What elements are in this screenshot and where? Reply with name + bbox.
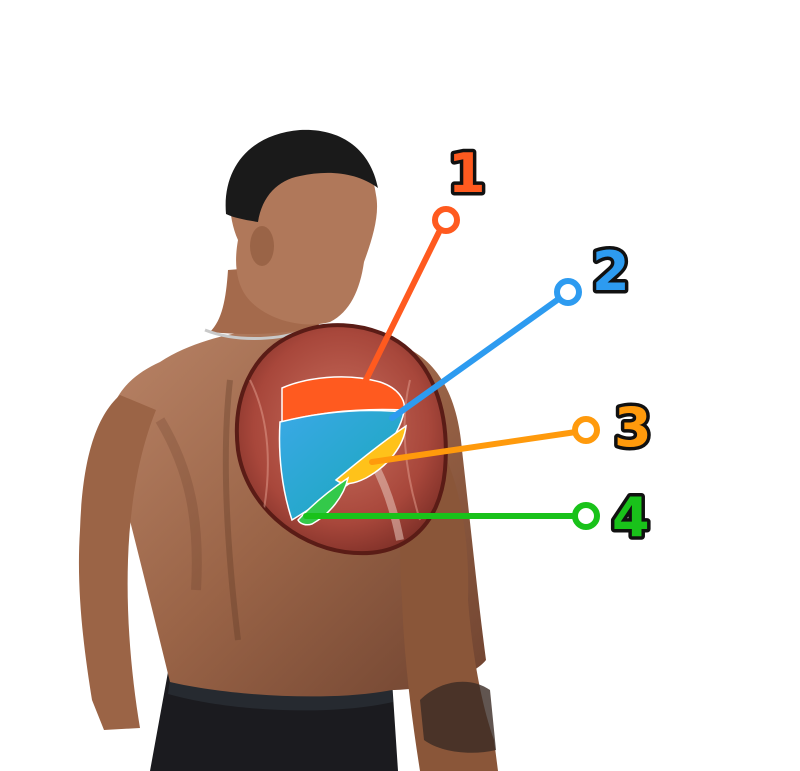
callout-number-3: 3	[614, 396, 652, 459]
callout-number-1: 1	[448, 142, 486, 205]
person-silhouette	[78, 129, 498, 771]
leader-dot-1	[432, 206, 460, 234]
arm-left	[78, 395, 156, 730]
callout-lines	[303, 206, 600, 530]
hair	[225, 129, 378, 222]
back-muscle-shadow	[155, 417, 202, 591]
leader-dot-3	[572, 416, 600, 444]
callout-numbers: 1 2 3 4	[445, 139, 656, 553]
leader-line-2	[389, 295, 563, 421]
leader-dot-2	[554, 278, 582, 306]
leader-line-3	[369, 429, 579, 465]
callout-number-2: 2	[592, 240, 630, 303]
muscle-3	[334, 424, 407, 485]
spine-shadow	[222, 379, 241, 641]
leader-dot-4	[572, 502, 600, 530]
ear	[250, 226, 274, 266]
callout-number-4: 4	[612, 486, 650, 549]
leader-line-1	[359, 223, 445, 391]
tattoo	[420, 681, 496, 753]
